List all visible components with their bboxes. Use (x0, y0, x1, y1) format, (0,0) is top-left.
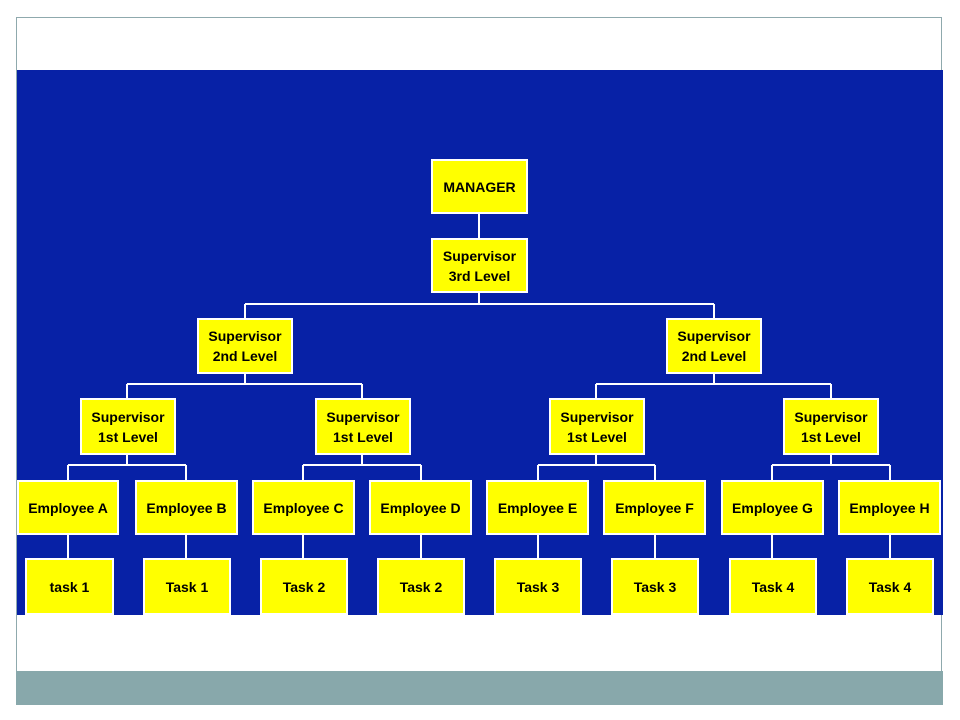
node-supervisor-3rd-level: Supervisor 3rd Level (431, 238, 528, 293)
node-employee-h: Employee H (838, 480, 941, 535)
node-employee-a: Employee A (17, 480, 119, 535)
node-supervisor-1st-level-1: Supervisor 1st Level (80, 398, 176, 455)
node-supervisor-1st-level-2: Supervisor 1st Level (315, 398, 411, 455)
node-task-3-f: Task 3 (611, 558, 699, 615)
node-supervisor-2nd-level-right: Supervisor 2nd Level (666, 318, 762, 374)
node-task-4-g: Task 4 (729, 558, 817, 615)
node-task-2-d: Task 2 (377, 558, 465, 615)
node-employee-f: Employee F (603, 480, 706, 535)
node-task-3-e: Task 3 (494, 558, 582, 615)
node-supervisor-1st-level-4: Supervisor 1st Level (783, 398, 879, 455)
node-supervisor-2nd-level-left: Supervisor 2nd Level (197, 318, 293, 374)
node-task-2-c: Task 2 (260, 558, 348, 615)
node-supervisor-1st-level-3: Supervisor 1st Level (549, 398, 645, 455)
node-manager: MANAGER (431, 159, 528, 214)
node-employee-d: Employee D (369, 480, 472, 535)
node-task-1-a: task 1 (25, 558, 114, 615)
node-employee-g: Employee G (721, 480, 824, 535)
node-employee-b: Employee B (135, 480, 238, 535)
footer-bar (16, 671, 943, 705)
node-employee-c: Employee C (252, 480, 355, 535)
node-employee-e: Employee E (486, 480, 589, 535)
node-task-1-b: Task 1 (143, 558, 231, 615)
node-task-4-h: Task 4 (846, 558, 934, 615)
